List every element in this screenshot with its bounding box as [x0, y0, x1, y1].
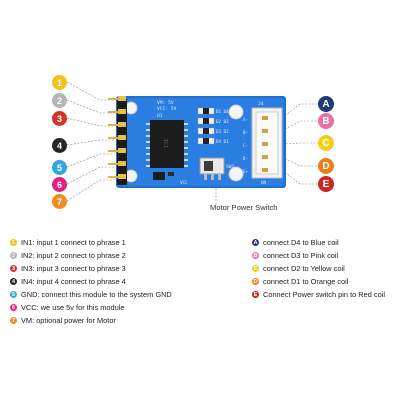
legend-text-d: connect D1 to Orange coil — [263, 277, 349, 286]
legend-text-4: IN4: input 4 connect to phrase 4 — [21, 277, 126, 286]
legend-item-2: 2 IN2: input 2 connect to phrase 2 — [10, 251, 126, 260]
coil-badge-d: D — [318, 158, 334, 174]
pin-badge-3: 3 — [52, 111, 67, 126]
legend-text-3: IN3: input 3 connect to phrase 3 — [21, 264, 126, 273]
legend-text-5: GND: connect this module to the system G… — [21, 290, 172, 299]
sw2-label: SW2 — [226, 164, 235, 170]
legend-item-3: 3 IN3: input 3 connect to phrase 3 — [10, 264, 126, 273]
pin-badge-6: 6 — [52, 177, 67, 192]
legend-text-c: connect D2 to Yellow coil — [263, 264, 345, 273]
j4-pin-d: D- — [243, 156, 248, 161]
legend-item-a: A connect D4 to Blue coil — [252, 238, 339, 247]
legend-item-6: 6 VCC: we use 5v for this module — [10, 303, 125, 312]
legend-text-1: IN1: input 1 connect to phrase 1 — [21, 238, 126, 247]
legend-item-e: E Connect Power switch pin to Red coil — [252, 290, 385, 299]
coil-badge-c: C — [318, 135, 334, 151]
led-label-4: D4 D1 — [216, 139, 229, 144]
driver-ic — [150, 120, 184, 168]
legend-item-4: 4 IN4: input 4 connect to phrase 4 — [10, 277, 126, 286]
legend-dot-6: 6 — [10, 304, 17, 311]
legend-dot-b: B — [252, 252, 259, 259]
led-label-2: D2 D3 — [216, 119, 229, 124]
legend-dot-e: E — [252, 291, 259, 298]
legend-text-e: Connect Power switch pin to Red coil — [263, 290, 386, 299]
led-label-1: D1 D4 — [216, 109, 229, 114]
ic-label: IC1 — [162, 139, 168, 148]
legend-item-c: C connect D2 to Yellow coil — [252, 264, 345, 273]
legend-dot-d: D — [252, 278, 259, 285]
legend-item-b: B connect D3 to Pink coil — [252, 251, 338, 260]
pin-badge-7: 7 — [52, 194, 67, 209]
legend-item-7: 7 VM: optional power for Motor — [10, 316, 116, 325]
j4-label: J4 — [258, 101, 264, 107]
legend-text-7: VM: optional power for Motor — [21, 316, 116, 325]
legend-dot-a: A — [252, 239, 259, 246]
legend-dot-7: 7 — [10, 317, 17, 324]
legend-text-2: IN2: input 2 connect to phrase 2 — [21, 251, 126, 260]
vm-label: VM: 5V — [157, 100, 174, 106]
legend-text-a: connect D4 to Blue coil — [263, 238, 339, 247]
led-label-3: D3 D2 — [216, 129, 229, 134]
legend-dot-1: 1 — [10, 239, 17, 246]
legend-item-d: D connect D1 to Orange coil — [252, 277, 348, 286]
j4-pin-c: C- — [243, 143, 248, 148]
j4-pin-e: E+ — [243, 169, 249, 174]
j4-pin-a: A- — [243, 117, 248, 122]
coil-badge-b: B — [318, 113, 334, 129]
legend-dot-4: 4 — [10, 278, 17, 285]
legend-dot-3: 3 — [10, 265, 17, 272]
legend-dot-5: 5 — [10, 291, 17, 298]
legend-item-1: 1 IN1: input 1 connect to phrase 1 — [10, 238, 126, 247]
pin-badge-2: 2 — [52, 93, 67, 108]
un-label: UN — [261, 180, 267, 185]
pin-badge-1: 1 — [52, 75, 67, 90]
legend-text-6: VCC: we use 5v for this module — [21, 303, 125, 312]
j4-pin-b: B- — [243, 130, 248, 135]
vcc-pin-label: VCC — [180, 180, 188, 185]
legend-item-5: 5 GND: connect this module to the system… — [10, 290, 172, 299]
coil-badge-e: E — [318, 176, 334, 192]
motor-power-switch-caption: Motor Power Switch — [210, 203, 278, 212]
legend-dot-2: 2 — [10, 252, 17, 259]
pin-badge-5: 5 — [52, 160, 67, 175]
vcc-label: VCC: 5V — [157, 106, 177, 112]
legend-dot-c: C — [252, 265, 259, 272]
u1-label: U1 — [157, 113, 163, 119]
coil-badge-a: A — [318, 96, 334, 112]
pin-badge-4: 4 — [52, 138, 67, 153]
legend-text-b: connect D3 to Pink coil — [263, 251, 339, 260]
